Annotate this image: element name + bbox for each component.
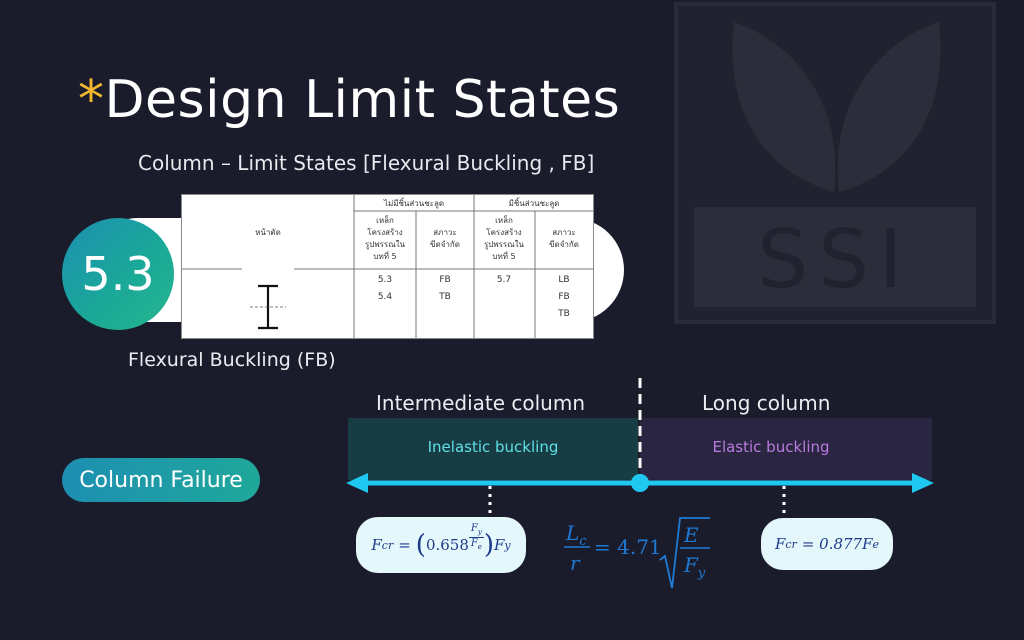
table-cell: LB <box>558 275 569 285</box>
coefficient: = 4.71 <box>594 535 662 559</box>
table-cell: 5.4 <box>378 292 393 302</box>
axis-right-arrow <box>912 473 934 493</box>
steel-header-1-line: โครงสร้าง <box>367 227 403 237</box>
formula-tail: F <box>493 536 505 554</box>
column-failure-button[interactable]: Column Failure <box>62 458 260 502</box>
steel-header-2: เหล็ก โครงสร้าง รูปพรรณใน บทที่ 5 <box>484 215 525 261</box>
title-asterisk: * <box>78 70 105 130</box>
flexural-buckling-caption: Flexural Buckling (FB) <box>128 349 336 371</box>
formula-exp-num-sub: y <box>477 527 482 536</box>
steel-header-1-line: บทที่ 5 <box>373 250 396 261</box>
formula-lhs-sub: cr <box>785 537 797 551</box>
table-cell: FB <box>439 275 450 285</box>
section-badge: 5.3 <box>62 218 174 330</box>
ratio-denominator: r <box>570 551 581 575</box>
steel-header-1-line: รูปพรรณใน <box>365 240 406 250</box>
axis-transition-point <box>631 474 649 492</box>
table-cell: FB <box>558 292 569 302</box>
steel-header-1: เหล็ก โครงสร้าง รูปพรรณใน บทที่ 5 <box>365 215 406 261</box>
subtitle: Column – Limit States [Flexural Buckling… <box>138 151 595 175</box>
formula-lhs: F <box>371 536 382 554</box>
group-header-no-slender: ไม่มีชิ้นส่วนชะลูด <box>383 197 444 209</box>
inelastic-buckling-label: Inelastic buckling <box>427 438 559 456</box>
formula-exp-den: F <box>470 537 478 549</box>
limit-header-2-line: สภาวะ <box>552 228 575 237</box>
limit-header-1-line: สภาวะ <box>433 228 456 237</box>
ratio-numerator: Lc <box>565 521 587 549</box>
limit-header-2: สภาวะ ขีดจำกัด <box>549 228 579 249</box>
limit-header-1-line: ขีดจำกัด <box>430 240 460 249</box>
elastic-buckling-label: Elastic buckling <box>712 438 830 456</box>
specification-table: ไม่มีชิ้นส่วนชะลูด มีชิ้นส่วนชะลูด หน้าต… <box>181 194 594 339</box>
title-text: Design Limit States <box>104 70 621 130</box>
group-header-slender: มีชิ้นส่วนชะลูด <box>509 197 560 209</box>
page-title: *Design Limit States <box>78 70 620 130</box>
root-numerator: E <box>683 523 699 547</box>
badge-number: 5.3 <box>81 247 155 301</box>
steel-header-2-line: โครงสร้าง <box>486 227 522 237</box>
intermediate-region <box>348 418 638 480</box>
steel-header-2-line: เหล็ก <box>495 215 513 225</box>
long-region <box>640 418 932 480</box>
axis-left-arrow <box>346 473 368 493</box>
formula-lhs: F <box>774 535 786 553</box>
steel-header-2-line: รูปพรรณใน <box>484 240 525 250</box>
formula-rhs: = 0.877F <box>801 535 873 553</box>
root-denominator: Fy <box>683 553 706 581</box>
table-cell: TB <box>438 292 451 302</box>
table-cell: TB <box>557 309 570 319</box>
formula-open-paren: ( <box>415 530 426 560</box>
formula-equals: = <box>398 536 411 554</box>
section-header: หน้าตัด <box>255 228 281 237</box>
limit-header-2-line: ขีดจำกัด <box>549 240 579 249</box>
table-cell: 5.3 <box>378 275 392 285</box>
logo-text: SSI <box>757 213 912 306</box>
ssi-logo: SSI <box>674 2 996 324</box>
steel-header-1-line: เหล็ก <box>376 215 394 225</box>
table-cell: 5.7 <box>497 275 511 285</box>
limit-header-1: สภาวะ ขีดจำกัด <box>430 228 460 249</box>
slenderness-axis <box>340 370 940 550</box>
formula-exp-den-sub: e <box>477 542 482 551</box>
intermediate-column-label: Intermediate column <box>376 391 586 415</box>
long-column-label: Long column <box>702 391 831 415</box>
square-root-sign <box>659 517 710 589</box>
steel-header-2-line: บทที่ 5 <box>492 250 515 261</box>
formula-rhs-sub: e <box>872 537 880 551</box>
slenderness-limit-formula: Lc r = 4.71 E Fy <box>560 510 720 590</box>
formula-close-paren: ) <box>483 530 494 560</box>
formula-exp-num: F <box>470 522 478 534</box>
formula-tail-sub: y <box>504 538 511 552</box>
formula-base: 0.658 <box>425 536 469 554</box>
formula-lhs-sub: cr <box>381 538 394 552</box>
